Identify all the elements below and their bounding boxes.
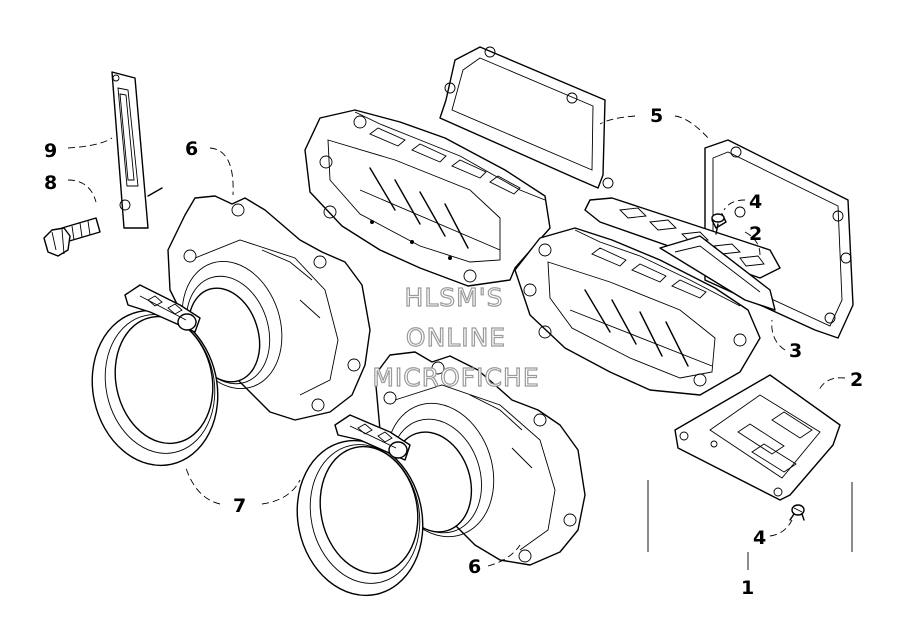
hose-clamp-7-lower [296,414,424,597]
callout-6-upper: 6 [185,138,198,160]
callout-3: 3 [789,340,802,362]
callout-8: 8 [44,172,57,194]
callout-2-lower: 2 [850,369,863,391]
leader-lines [67,115,846,567]
reed-valve-block-lower [514,227,761,396]
callout-labels: 9 8 6 5 4 2 3 2 4 1 7 6 [44,105,863,599]
reed-petal-plate-2-lower [674,374,841,501]
watermark-line-3: MICROFICHE [372,363,539,392]
watermark: HLSM'S ONLINE MICROFICHE [372,282,539,392]
bolt-8 [43,217,101,257]
gasket-5-rear [439,46,614,189]
watermark-line-2: ONLINE [406,323,506,352]
callout-2-upper: 2 [749,223,762,245]
screw-4-lower [789,504,805,521]
reed-petal-plate-2-upper [584,197,781,279]
callout-9: 9 [44,140,57,162]
callout-6-lower: 6 [468,556,481,578]
callout-4-lower: 4 [753,527,766,549]
callout-7: 7 [233,495,246,517]
assembly-1-bracket [647,480,853,570]
callout-1: 1 [741,577,754,599]
gasket-strip-9 [111,71,163,229]
callout-5: 5 [650,105,663,127]
screw-4-upper [711,213,727,235]
reed-cage-3 [659,235,776,311]
watermark-line-1: HLSM'S [405,283,504,312]
reed-valve-block-upper [304,109,551,287]
callout-4-upper: 4 [749,191,762,213]
hose-clamp-7-upper [91,284,219,467]
